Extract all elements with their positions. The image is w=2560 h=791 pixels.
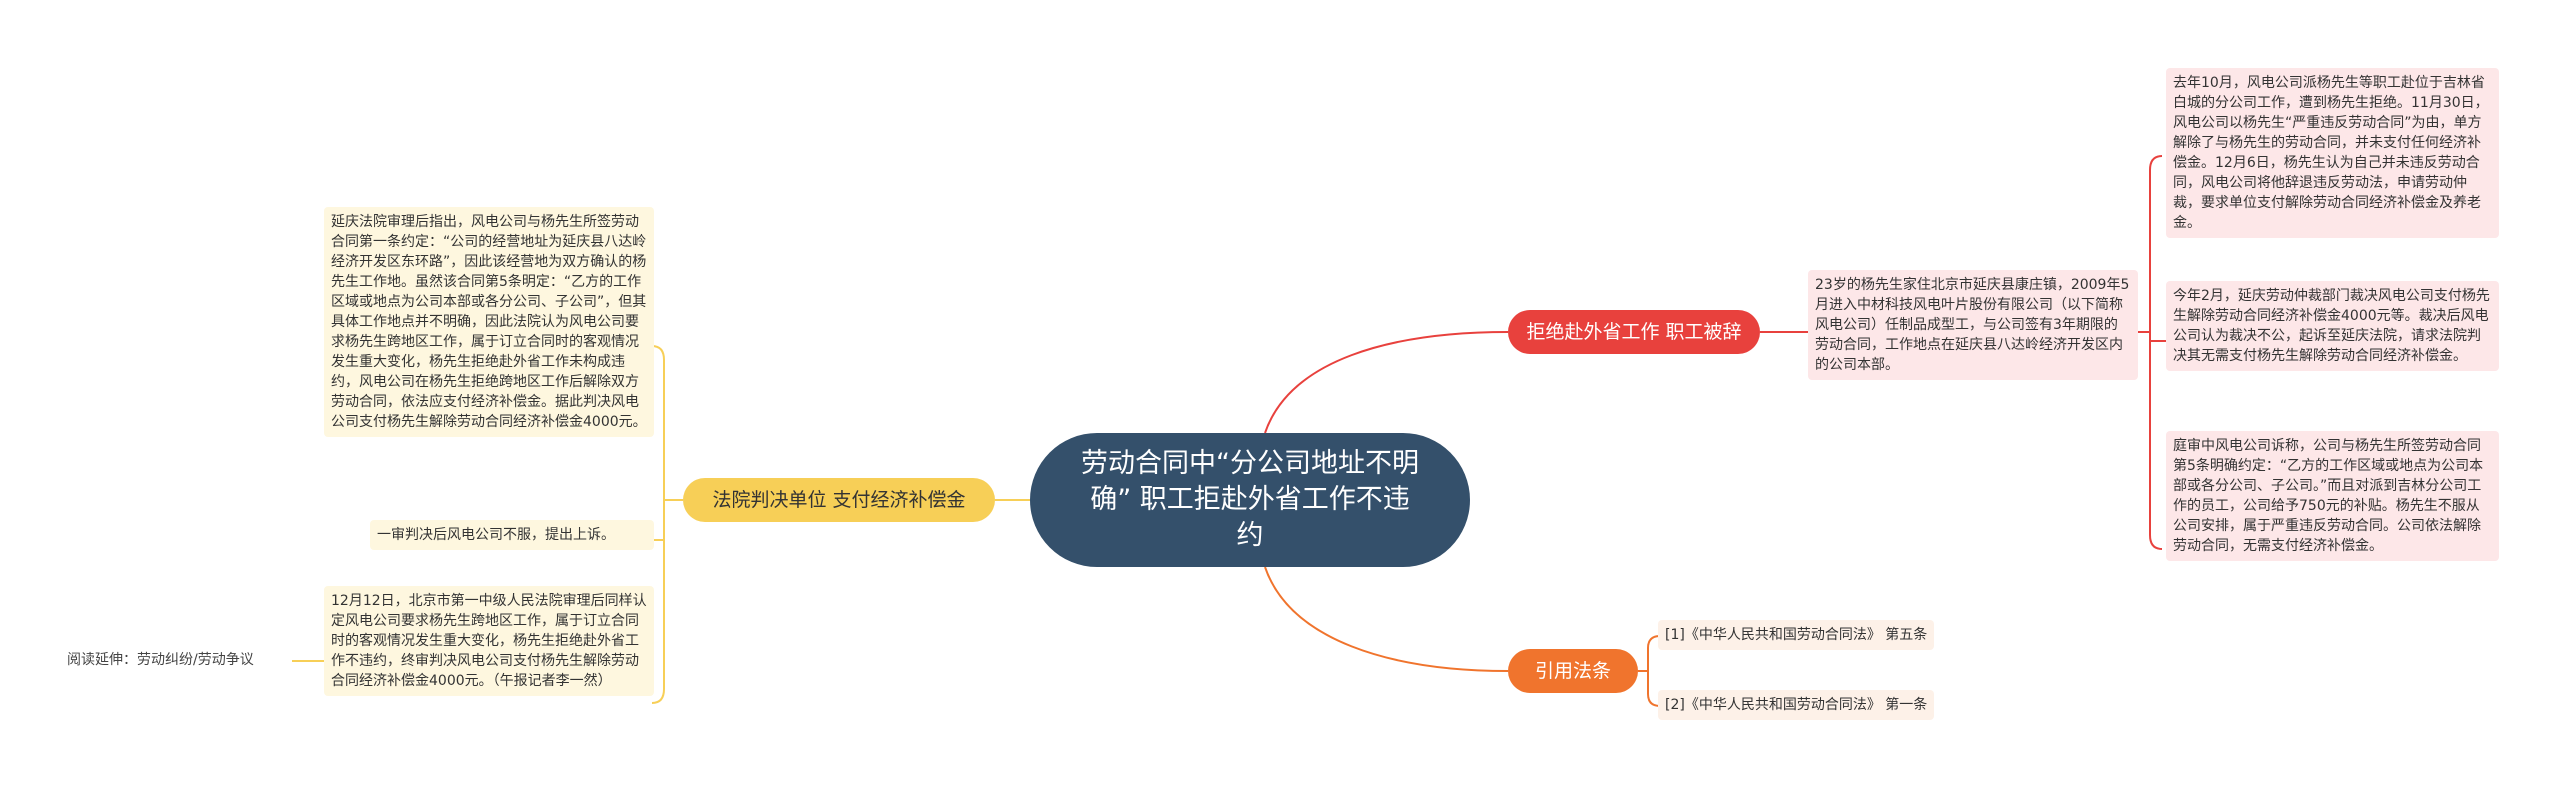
leaf-text: 今年2月，延庆劳动仲裁部门裁决风电公司支付杨先生解除劳动合同经济补偿金4000元…	[2173, 288, 2490, 364]
central-topic-label: 劳动合同中“分公司地址不明确” 职工拒赴外省工作不违约	[1081, 448, 1419, 551]
leaf-text: 一审判决后风电公司不服，提出上诉。	[377, 527, 615, 543]
branch-rejected-transfer[interactable]: 拒绝赴外省工作 职工被辞	[1508, 310, 1760, 354]
leaf-appeal[interactable]: 一审判决后风电公司不服，提出上诉。	[370, 520, 654, 550]
leaf-text: 去年10月，风电公司派杨先生等职工赴位于吉林省白城的分公司工作，遭到杨先生拒绝。…	[2173, 75, 2489, 231]
leaf-further-reading[interactable]: 阅读延伸：劳动纠纷/劳动争议	[60, 645, 292, 675]
leaf-text: [1]《中华人民共和国劳动合同法》 第五条	[1665, 627, 1928, 643]
edge-orange-bracket	[1638, 635, 1661, 707]
leaf-first-instance[interactable]: 延庆法院审理后指出，风电公司与杨先生所签劳动合同第一条约定：“公司的经营地址为延…	[324, 207, 654, 437]
branch-label: 法院判决单位 支付经济补偿金	[712, 489, 966, 511]
edge-central-red	[1264, 331, 1509, 434]
leaf-company-claim[interactable]: 庭审中风电公司诉称，公司与杨先生所签劳动合同第5条明确约定：“乙方的工作区域或地…	[2166, 431, 2499, 561]
leaf-dismissal-and-arbitration[interactable]: 去年10月，风电公司派杨先生等职工赴位于吉林省白城的分公司工作，遭到杨先生拒绝。…	[2166, 68, 2499, 238]
leaf-arbitration-ruling[interactable]: 今年2月，延庆劳动仲裁部门裁决风电公司支付杨先生解除劳动合同经济补偿金4000元…	[2166, 281, 2499, 371]
edge-r0-bracket	[2149, 155, 2163, 550]
leaf-law-citation-1[interactable]: [1]《中华人民共和国劳动合同法》 第五条	[1658, 620, 1935, 650]
edge-central-orange	[1264, 566, 1509, 672]
leaf-text: 23岁的杨先生家住北京市延庆县康庄镇，2009年5月进入中材科技风电叶片股份有限…	[1815, 277, 2130, 373]
leaf-background[interactable]: 23岁的杨先生家住北京市延庆县康庄镇，2009年5月进入中材科技风电叶片股份有限…	[1808, 270, 2138, 380]
leaf-text: 12月12日，北京市第一中级人民法院审理后同样认定风电公司要求杨先生跨地区工作，…	[331, 593, 647, 689]
leaf-text: 庭审中风电公司诉称，公司与杨先生所签劳动合同第5条明确约定：“乙方的工作区域或地…	[2173, 438, 2484, 554]
leaf-text: [2]《中华人民共和国劳动合同法》 第一条	[1665, 697, 1928, 713]
leaf-text: 延庆法院审理后指出，风电公司与杨先生所签劳动合同第一条约定：“公司的经营地址为延…	[331, 214, 647, 430]
leaf-text: 阅读延伸：劳动纠纷/劳动争议	[67, 652, 254, 668]
leaf-final-judgment[interactable]: 12月12日，北京市第一中级人民法院审理后同样认定风电公司要求杨先生跨地区工作，…	[324, 586, 654, 696]
branch-cited-law[interactable]: 引用法条	[1508, 649, 1638, 693]
branch-court-ruling[interactable]: 法院判决单位 支付经济补偿金	[683, 478, 995, 522]
branch-label: 引用法条	[1534, 660, 1611, 682]
leaf-law-citation-2[interactable]: [2]《中华人民共和国劳动合同法》 第一条	[1658, 690, 1935, 720]
branch-label: 拒绝赴外省工作 职工被辞	[1526, 321, 1742, 343]
edge-yellow-bracket	[651, 345, 683, 704]
central-topic[interactable]: 劳动合同中“分公司地址不明确” 职工拒赴外省工作不违约	[1030, 433, 1470, 567]
